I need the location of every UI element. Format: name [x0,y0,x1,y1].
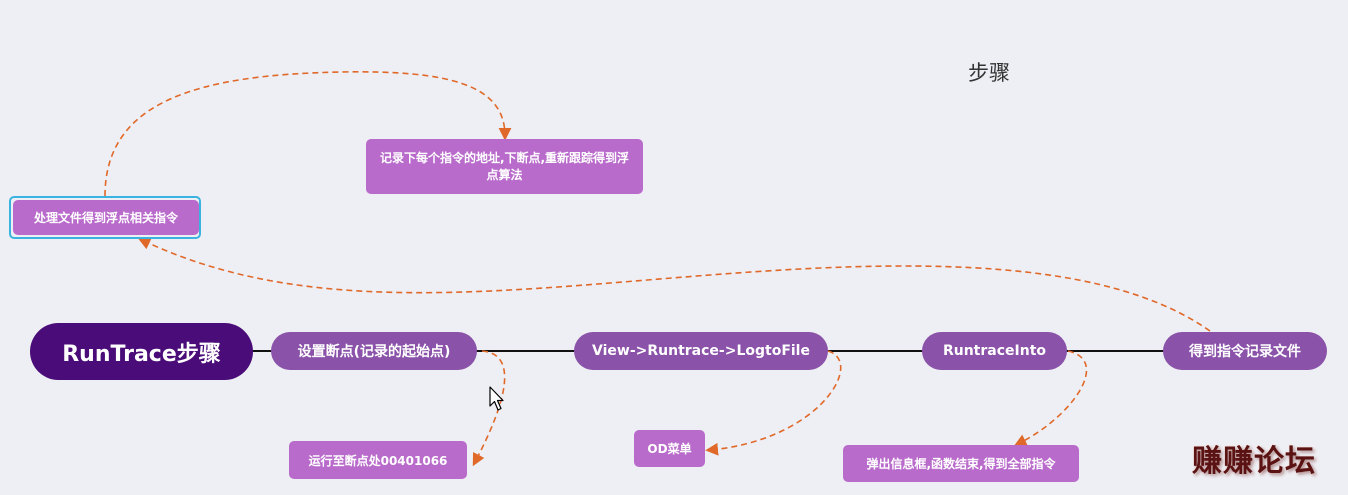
step-node-get-record-file[interactable]: 得到指令记录文件 [1163,332,1327,370]
root-node[interactable]: RunTrace步骤 [30,323,253,380]
connector-step1-to-note1 [472,350,506,467]
connector-step3-to-note3 [1013,350,1088,447]
connector-step2-to-note2 [705,350,842,456]
step-node-view-runtrace[interactable]: View->Runtrace->LogtoFile [574,332,828,370]
mouse-cursor-icon [489,386,504,411]
note-record-addresses[interactable]: 记录下每个指令的地址,下断点,重新跟踪得到浮点算法 [366,139,643,194]
note-process-file[interactable]: 处理文件得到浮点相关指令 [13,200,199,235]
connector-note4-to-note5 [104,71,512,197]
note-run-to-breakpoint[interactable]: 运行至断点处00401066 [289,441,467,479]
step-node-runtrace-into[interactable]: RuntraceInto [922,332,1067,370]
connector-step4-to-note4 [137,237,1211,332]
watermark-logo: 赚赚论坛 [1192,444,1316,479]
diagram-title: 步骤 [968,61,1010,85]
note-od-menu[interactable]: OD菜单 [634,430,705,467]
step-node-set-breakpoint[interactable]: 设置断点(记录的起始点) [271,332,477,370]
selection-highlight [9,196,201,239]
note-popup-all-instructions[interactable]: 弹出信息框,函数结束,得到全部指令 [843,445,1079,482]
